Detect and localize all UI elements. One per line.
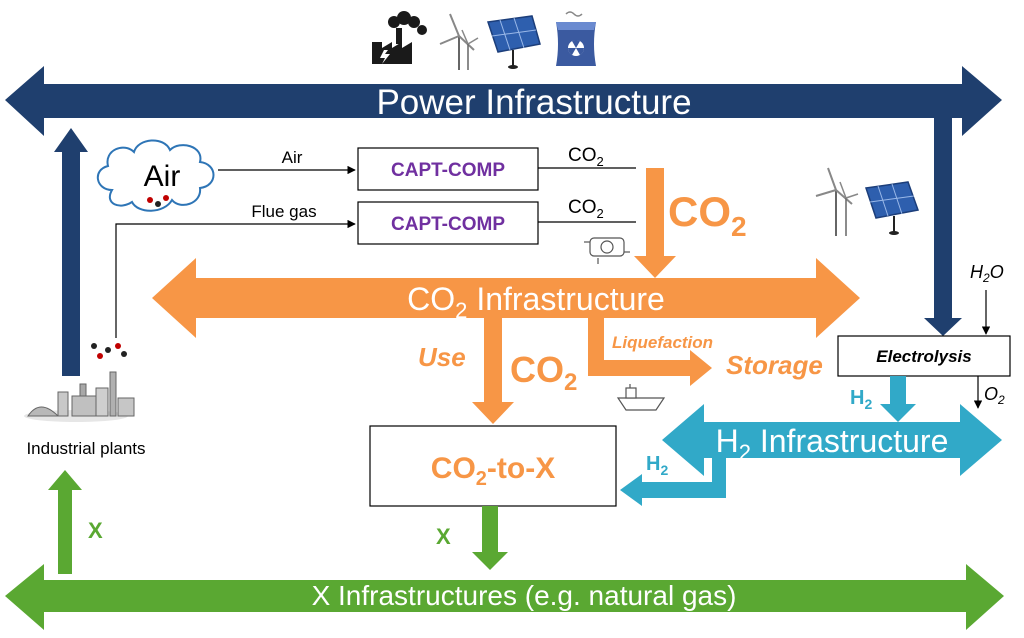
use-label: Use: [418, 342, 466, 372]
x-down-arrow: [472, 506, 508, 570]
x-up-label: X: [88, 518, 103, 543]
co2-down-arrow: [634, 168, 676, 278]
heat-exchanger-icon: [584, 237, 630, 264]
nuclear-plant-icon: [556, 11, 596, 66]
power-infrastructure-arrow: [5, 66, 1002, 136]
co2-out-label-air: CO2: [568, 145, 604, 169]
flue-gas-line: [115, 219, 356, 338]
solar-panel-icon: [865, 181, 920, 235]
industrial-plant-icon: [24, 343, 135, 422]
electrolysis-h2-arrow: [880, 376, 916, 422]
storage-arrow: [588, 318, 712, 386]
x-infrastructure-arrow: [5, 564, 1004, 630]
capt-comp-box-flue: [357, 201, 539, 245]
co2-infrastructure-label: CO2 Infrastructure: [407, 281, 665, 323]
x-down-label: X: [436, 524, 451, 549]
electrolysis-label: Electrolysis: [876, 347, 971, 366]
air-cloud-icon: [97, 139, 215, 212]
co2-to-x-label: CO2-to-X: [431, 452, 555, 490]
electrolysis-box: [837, 335, 1011, 377]
industrial-plants-label: Industrial plants: [26, 439, 145, 458]
ship-icon: [616, 384, 666, 411]
h2-to-co2x-arrow: [620, 458, 726, 506]
power-infrastructure-label: Power Infrastructure: [376, 83, 691, 122]
h2-infrastructure-label: H2 Infrastructure: [716, 423, 949, 465]
factory-icon: [372, 11, 427, 64]
x-infrastructure-label: X Infrastructures (e.g. natural gas): [312, 580, 737, 611]
h2o-input-label: H2O: [970, 262, 1004, 285]
co2-to-x-box: [369, 425, 617, 507]
x-up-arrow: [48, 470, 82, 574]
electrolysis-h2-label: H2: [850, 387, 872, 412]
liquefaction-label: Liquefaction: [612, 333, 713, 352]
use-co2-label: CO2: [510, 349, 577, 396]
use-down-arrow: [472, 318, 514, 424]
wind-turbine-icon: [815, 167, 859, 236]
co2-infrastructure-arrow: [152, 258, 860, 338]
power-to-electrolysis-arrow: [924, 118, 962, 336]
solar-panel-icon: [487, 15, 541, 69]
co2-out-label-flue: CO2: [568, 197, 604, 221]
air-source-label: Air: [144, 160, 181, 193]
flue-gas-label: Flue gas: [251, 202, 316, 221]
storage-label: Storage: [726, 350, 823, 380]
industrial-to-power-arrow: [54, 128, 88, 376]
capt-comp-label-air: CAPT-COMP: [391, 160, 505, 181]
h2-infrastructure-arrow: [662, 404, 1002, 476]
wind-turbine-icon: [439, 13, 479, 70]
co2-flow-label: CO2: [668, 188, 747, 242]
h2-to-co2x-label: H2: [646, 453, 668, 478]
capt-comp-label-flue: CAPT-COMP: [391, 214, 505, 235]
capt-comp-box-air: [357, 147, 539, 191]
o2-output-label: O2: [984, 384, 1005, 407]
air-flow-label: Air: [282, 148, 303, 167]
